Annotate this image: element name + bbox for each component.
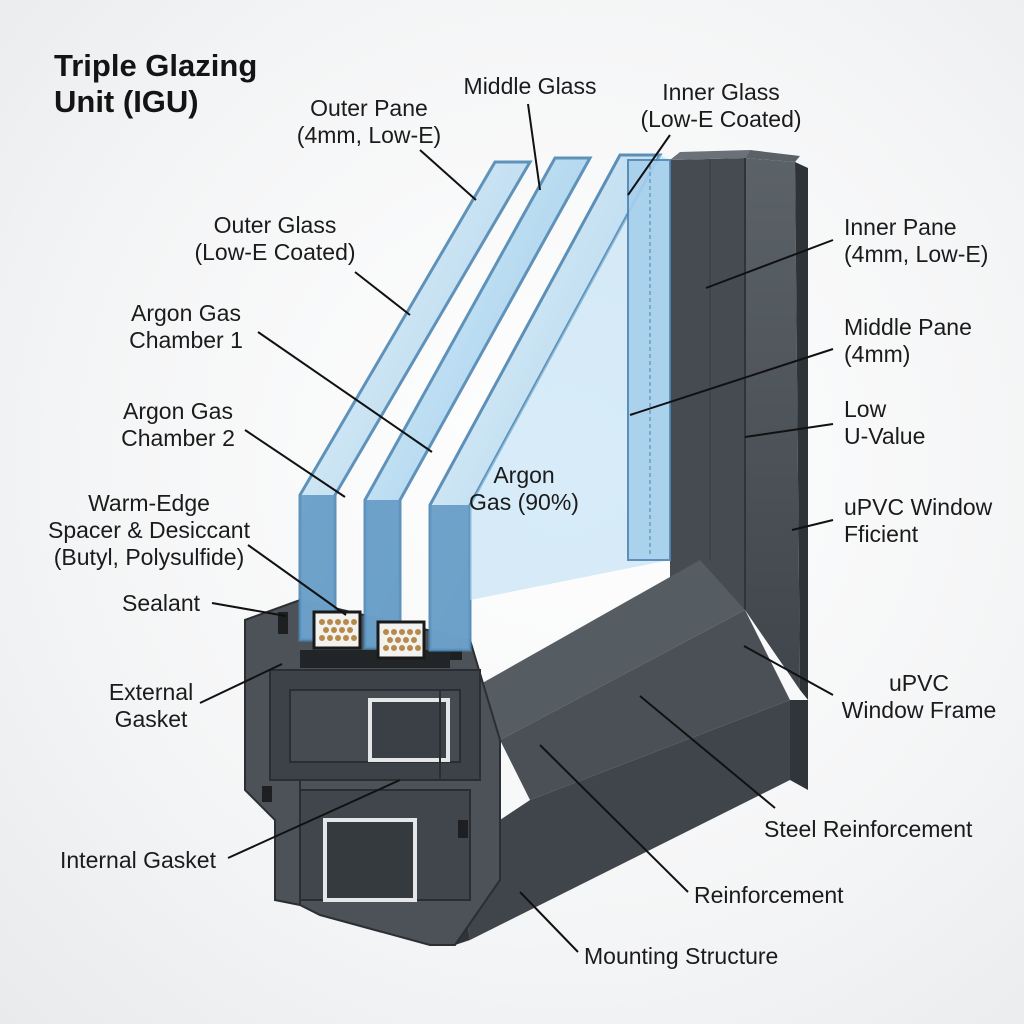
label-low-u-value: Low U-Value bbox=[844, 396, 926, 449]
label-inner-pane: Inner Pane (4mm, Low-E) bbox=[844, 214, 989, 267]
label-external-gasket: External Gasket bbox=[108, 679, 194, 732]
label-outer-glass: Outer Glass (Low-E Coated) bbox=[194, 212, 356, 265]
label-outer-pane: Outer Pane (4mm, Low-E) bbox=[296, 95, 442, 148]
title-line-1: Triple Glazing bbox=[54, 48, 258, 83]
label-warm-edge-spacer: Warm-Edge Spacer & Desiccant (Butyl, Pol… bbox=[48, 490, 250, 570]
label-mounting-structure: Mounting Structure bbox=[584, 943, 779, 969]
label-argon-chamber-2: Argon Gas Chamber 2 bbox=[121, 398, 235, 451]
label-internal-gasket: Internal Gasket bbox=[60, 847, 216, 873]
label-sealant: Sealant bbox=[122, 590, 201, 616]
title-line-2: Unit (IGU) bbox=[54, 84, 199, 119]
label-inner-glass: Inner Glass (Low-E Coated) bbox=[640, 79, 802, 132]
frame-cross-section bbox=[244, 598, 501, 946]
glass-panes bbox=[298, 153, 671, 652]
label-reinforcement: Reinforcement bbox=[694, 882, 844, 908]
label-middle-glass: Middle Glass bbox=[463, 73, 597, 99]
vertical-frame bbox=[670, 150, 808, 700]
label-argon-chamber-1: Argon Gas Chamber 1 bbox=[129, 300, 243, 353]
label-steel-reinforcement: Steel Reinforcement bbox=[764, 816, 973, 842]
label-upvc-window-frame: uPVC Window Frame bbox=[841, 670, 997, 723]
leader-lines bbox=[199, 103, 834, 953]
diagram-title: Triple Glazing Unit (IGU) bbox=[54, 48, 257, 120]
label-argon-gas: Argon Gas (90%) bbox=[469, 462, 579, 515]
label-middle-pane: Middle Pane (4mm) bbox=[844, 314, 972, 367]
spacer-desiccant bbox=[312, 610, 426, 660]
label-upvc-efficient: uPVC Window Fficient bbox=[844, 494, 993, 547]
